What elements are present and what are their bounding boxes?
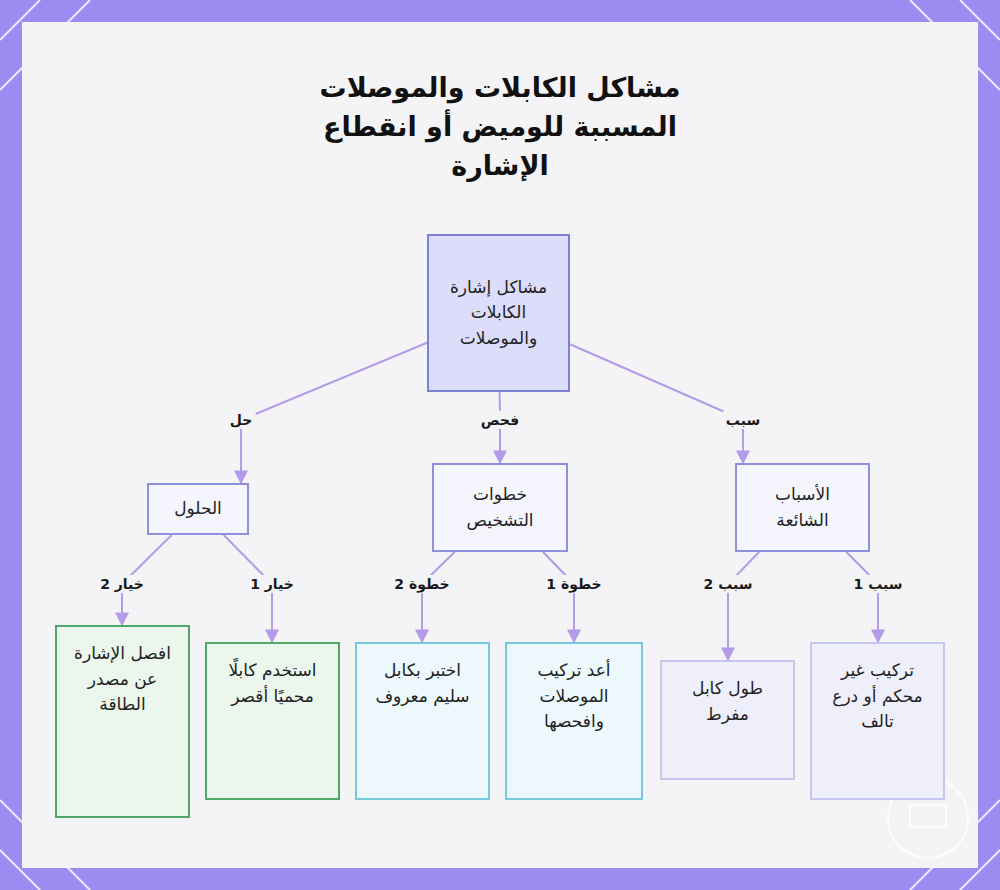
connector-line — [241, 343, 427, 483]
canvas-ground — [22, 22, 978, 868]
edge-label: سبب 2 — [701, 575, 756, 593]
node-label: تركيب غير محكم أو درع تالف — [824, 658, 931, 735]
edge-label: فحص — [478, 411, 522, 429]
node-label: اختبر بكابل سليم معروف — [369, 658, 476, 709]
node-label: افصل الإشارة عن مصدر الطاقة — [69, 641, 176, 718]
node-label: الأسباب الشائعة — [749, 482, 856, 533]
category-box: الحلول — [147, 483, 249, 535]
connector-line — [728, 552, 759, 660]
edge-label: سبب 1 — [851, 575, 906, 593]
step-box: أعد تركيب الموصلات وافحصها — [505, 642, 643, 800]
diagram-title: مشاكل الكابلات والموصلات المسببة للوميض … — [280, 68, 720, 185]
node-label: طول كابل مفرط — [674, 676, 781, 727]
edge-label: حل — [227, 411, 256, 429]
node-label: مشاكل إشارة الكابلات والموصلات — [441, 275, 556, 352]
edge-label: خطوة 1 — [543, 575, 604, 593]
node-label: استخدم كابلًا محميًا أقصر — [219, 658, 326, 709]
cause-box: طول كابل مفرط — [660, 660, 795, 780]
edge-label: خيار 2 — [97, 575, 147, 593]
category-box: الأسباب الشائعة — [735, 463, 870, 552]
solution-box: افصل الإشارة عن مصدر الطاقة — [55, 625, 190, 818]
root-topic: مشاكل إشارة الكابلات والموصلات — [427, 234, 570, 392]
edge-label: سبب — [723, 411, 763, 429]
edge-label: خطوة 2 — [391, 575, 452, 593]
solution-box: استخدم كابلًا محميًا أقصر — [205, 642, 340, 800]
connector-line — [543, 552, 574, 642]
node-label: الحلول — [174, 496, 222, 522]
category-box: خطوات التشخيص — [432, 463, 568, 552]
node-label: خطوات التشخيص — [446, 482, 554, 533]
edge-label: خيار 1 — [247, 575, 297, 593]
connector-line — [846, 552, 878, 642]
cause-box: تركيب غير محكم أو درع تالف — [810, 642, 945, 800]
connector-line — [422, 552, 455, 642]
node-label: أعد تركيب الموصلات وافحصها — [519, 658, 629, 735]
step-box: اختبر بكابل سليم معروف — [355, 642, 490, 800]
connector-line — [570, 344, 743, 463]
